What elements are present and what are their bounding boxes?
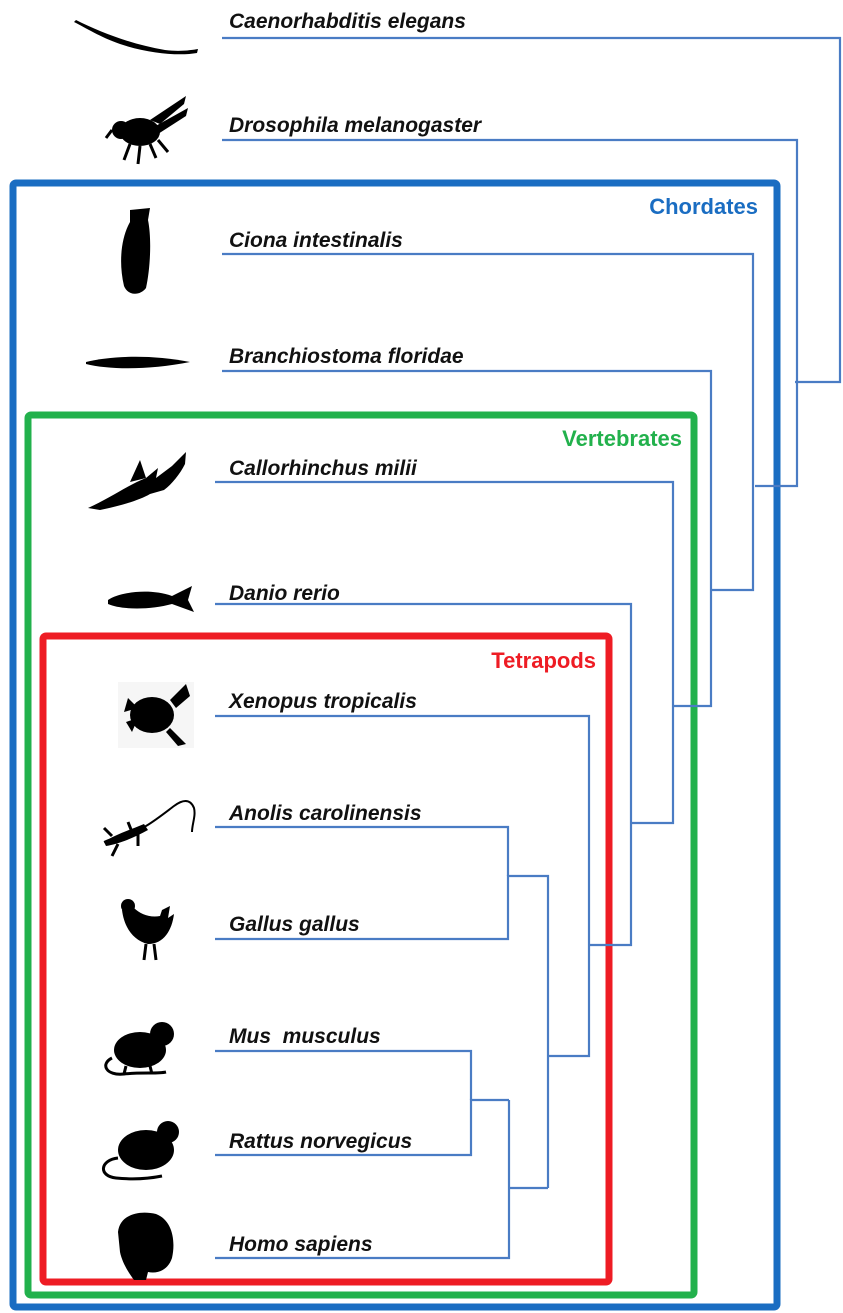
species-label-d-melanogaster: Drosophila melanogaster	[229, 114, 483, 137]
species-label-mus: Mus musculus	[229, 1025, 381, 1048]
branch-branchiostoma	[222, 371, 711, 706]
lancelet-icon	[86, 357, 190, 369]
rat-icon	[103, 1121, 179, 1179]
fly-icon	[106, 96, 188, 164]
species-label-branchiostoma: Branchiostoma floridae	[229, 345, 464, 368]
species-label-anolis: Anolis carolinensis	[228, 802, 422, 825]
human-skull-icon	[118, 1213, 173, 1280]
chicken-icon	[121, 899, 174, 960]
species-label-c-elegans: Caenorhabditis elegans	[229, 10, 466, 33]
branch-mus	[215, 1051, 471, 1100]
zebrafish-icon	[108, 586, 194, 612]
elephant-shark-icon	[88, 452, 186, 510]
chordates-label: Chordates	[649, 194, 758, 219]
species-label-danio: Danio rerio	[229, 582, 340, 605]
nematode-icon	[74, 20, 198, 54]
branch-callorhinchus	[215, 482, 673, 823]
sea-squirt-icon	[121, 208, 150, 294]
branch-anolis	[215, 827, 508, 876]
vertebrates-label: Vertebrates	[562, 426, 682, 451]
species-label-ciona: Ciona intestinalis	[229, 229, 403, 252]
species-label-rattus: Rattus norvegicus	[229, 1130, 412, 1153]
lizard-icon	[104, 801, 195, 856]
species-label-gallus: Gallus gallus	[229, 913, 360, 936]
species-label-xenopus: Xenopus tropicalis	[228, 690, 417, 713]
tetrapods-label: Tetrapods	[491, 648, 596, 673]
frog-icon	[118, 682, 194, 748]
species-label-callorhinchus: Callorhinchus milii	[229, 457, 418, 480]
mouse-icon	[106, 1022, 174, 1074]
species-label-homo: Homo sapiens	[229, 1233, 373, 1256]
branch-xenopus	[215, 716, 589, 1056]
